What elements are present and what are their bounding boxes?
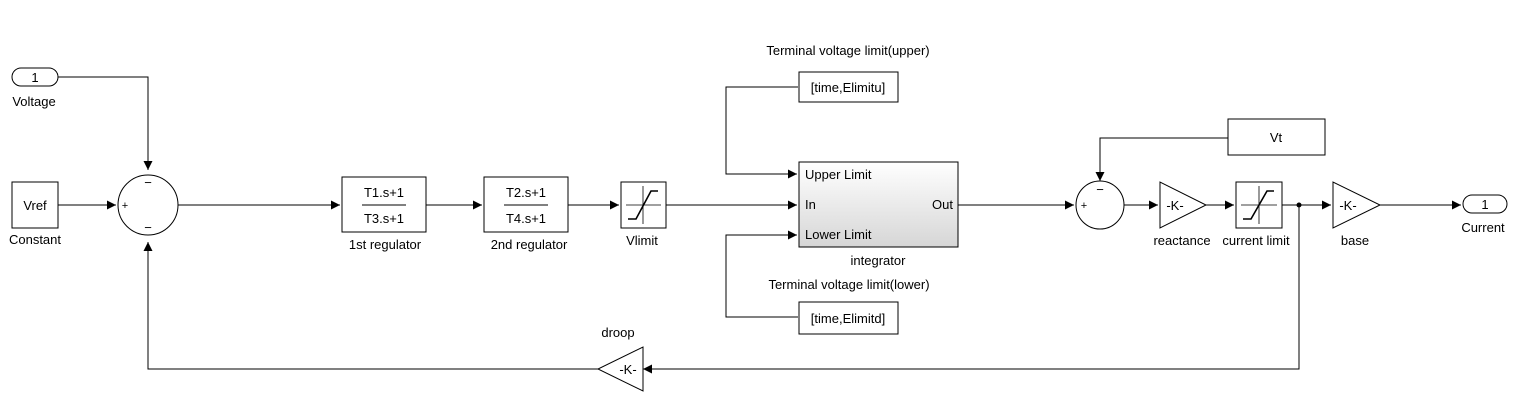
wire-voltage-to-sum[interactable]: [58, 76, 153, 170]
wire-upper-limit[interactable]: [725, 86, 798, 179]
sum1-sign-bottom: −: [144, 220, 152, 235]
sum2-sign-top: −: [1096, 182, 1104, 197]
integrator-label: integrator: [851, 253, 907, 268]
constant-value: Vref: [23, 198, 47, 213]
sum-block-2[interactable]: − +: [1075, 180, 1125, 230]
upper-limit-source[interactable]: Terminal voltage limit(upper) [time,Elim…: [766, 43, 930, 103]
vt-block[interactable]: Vt: [1227, 118, 1326, 156]
outport-number: 1: [1481, 197, 1488, 212]
droop-value: -K-: [619, 362, 636, 377]
regulator1-denominator: T3.s+1: [364, 211, 404, 226]
sum-block-1[interactable]: − + −: [117, 174, 179, 236]
inport-voltage[interactable]: 1 Voltage: [11, 67, 59, 109]
regulator1-numerator: T1.s+1: [364, 185, 404, 200]
branch-point: [1296, 202, 1302, 208]
lower-source-label: Terminal voltage limit(lower): [768, 277, 929, 292]
wire-droop-to-sum[interactable]: [143, 242, 598, 370]
regulator1-label: 1st regulator: [349, 237, 422, 252]
vlimit-saturation-block[interactable]: Vlimit: [620, 181, 667, 248]
saturation-icon: [626, 186, 661, 224]
saturation-icon: [1241, 186, 1277, 224]
regulator2-numerator: T2.s+1: [506, 185, 546, 200]
sum1-sign-left: +: [122, 200, 128, 212]
upper-source-label: Terminal voltage limit(upper): [766, 43, 929, 58]
sum1-sign-top: −: [144, 175, 152, 190]
outport-current[interactable]: 1 Current: [1461, 194, 1508, 235]
inport-label: Voltage: [12, 94, 55, 109]
inport-number: 1: [31, 70, 38, 85]
reactance-value: -K-: [1166, 198, 1183, 213]
regulator2-denominator: T4.s+1: [506, 211, 546, 226]
signal-lines: [58, 76, 1461, 374]
base-label: base: [1341, 233, 1369, 248]
current-limit-label: current limit: [1222, 233, 1290, 248]
integrator-port-lower: Lower Limit: [805, 227, 872, 242]
current-limit-saturation-block[interactable]: current limit: [1222, 181, 1290, 248]
wire-feedback-to-droop[interactable]: [643, 205, 1300, 374]
regulator-2-block[interactable]: T2.s+1 T4.s+1 2nd regulator: [483, 176, 569, 252]
regulator-1-block[interactable]: T1.s+1 T3.s+1 1st regulator: [341, 176, 427, 252]
droop-label: droop: [601, 325, 634, 340]
outport-label: Current: [1461, 220, 1505, 235]
integrator-port-in: In: [805, 197, 816, 212]
lower-limit-source[interactable]: Terminal voltage limit(lower) [time,Elim…: [768, 277, 930, 335]
droop-gain-block[interactable]: -K- droop: [596, 325, 644, 392]
upper-source-value: [time,Elimitu]: [811, 80, 885, 95]
vt-value: Vt: [1270, 130, 1283, 145]
wire-vt-to-sum2[interactable]: [1095, 137, 1228, 181]
wire-lower-limit[interactable]: [725, 230, 798, 318]
integrator-port-upper: Upper Limit: [805, 167, 872, 182]
base-gain-block[interactable]: -K- base: [1332, 181, 1382, 248]
base-value: -K-: [1339, 198, 1356, 213]
integrator-port-out: Out: [932, 197, 953, 212]
integrator-block[interactable]: Upper Limit In Lower Limit Out integrato…: [798, 161, 959, 268]
vlimit-label: Vlimit: [626, 233, 658, 248]
constant-label: Constant: [9, 232, 61, 247]
reactance-label: reactance: [1153, 233, 1210, 248]
constant-block[interactable]: Vref Constant: [9, 181, 61, 247]
lower-source-value: [time,Elimitd]: [811, 311, 885, 326]
sum2-sign-left: +: [1081, 200, 1087, 212]
regulator2-label: 2nd regulator: [491, 237, 568, 252]
reactance-gain-block[interactable]: -K- reactance: [1153, 181, 1211, 248]
